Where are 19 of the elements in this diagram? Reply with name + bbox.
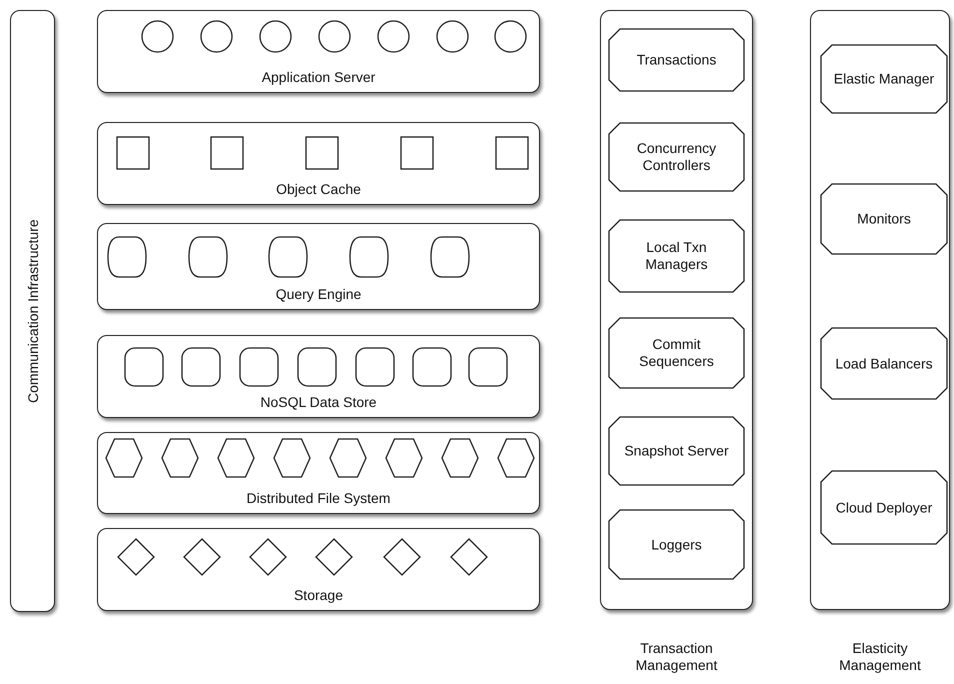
- component-label: Loggers: [650, 536, 703, 553]
- component-label: Local Txn Managers: [644, 239, 709, 273]
- component-label: Transactions: [636, 52, 718, 68]
- component-label: Commit Sequencers: [638, 336, 715, 370]
- layer-label: Communication Infrastructure: [24, 218, 42, 405]
- layer-label: NoSQL Data Store: [259, 394, 378, 411]
- column-heading: Elasticity Management: [838, 640, 922, 674]
- component-label: Monitors: [856, 210, 912, 228]
- layer-label: Distributed File System: [246, 490, 392, 507]
- layer-label: Object Cache: [275, 181, 362, 198]
- component-label: Cloud Deployer: [834, 499, 934, 516]
- column-heading: Transaction Management: [634, 640, 718, 674]
- component-label: Snapshot Server: [623, 442, 730, 460]
- layer-label: Query Engine: [274, 286, 362, 303]
- component-label: Concurrency Controllers: [636, 140, 718, 174]
- layer-label: Storage: [292, 587, 344, 604]
- layer-label: Application Server: [260, 69, 376, 86]
- component-label: Load Balancers: [834, 355, 934, 372]
- component-label: Elastic Manager: [832, 70, 936, 88]
